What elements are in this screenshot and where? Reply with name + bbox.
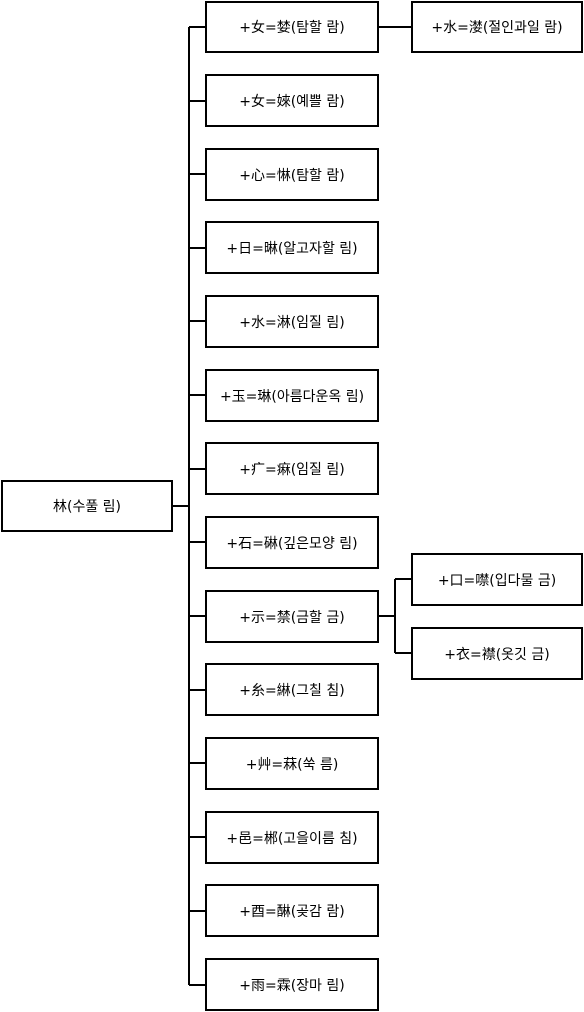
child-node-7: +疒=痳(임질 림) xyxy=(205,442,379,495)
child-node-5: +水=淋(임질 림) xyxy=(205,295,379,348)
child-node-13: +酉=醂(곶감 람) xyxy=(205,884,379,937)
child-node-4: +日=晽(알고자할 림) xyxy=(205,221,379,274)
grandchild-node-1: +水=漤(절인과일 람) xyxy=(411,1,583,53)
child-node-8: +石=碄(깊은모양 림) xyxy=(205,516,379,569)
child-node-10: +糸=綝(그칠 침) xyxy=(205,663,379,716)
child-node-1: +女=婪(탐할 람) xyxy=(205,1,379,53)
grandchild-node-2: +口=噤(입다물 금) xyxy=(411,553,583,606)
child-node-6: +玉=琳(아름다운옥 림) xyxy=(205,369,379,422)
root-node: 林(수풀 림) xyxy=(1,480,173,532)
child-node-14: +雨=霖(장마 림) xyxy=(205,958,379,1011)
child-node-11: +艸=菻(쑥 름) xyxy=(205,737,379,790)
child-node-3: +心=惏(탐할 람) xyxy=(205,148,379,201)
child-node-12: +邑=郴(고을이름 침) xyxy=(205,811,379,864)
child-node-9: +示=禁(금할 금) xyxy=(205,590,379,643)
child-node-2: +女=婡(예쁠 람) xyxy=(205,74,379,127)
grandchild-node-3: +衣=襟(옷깃 금) xyxy=(411,627,583,680)
